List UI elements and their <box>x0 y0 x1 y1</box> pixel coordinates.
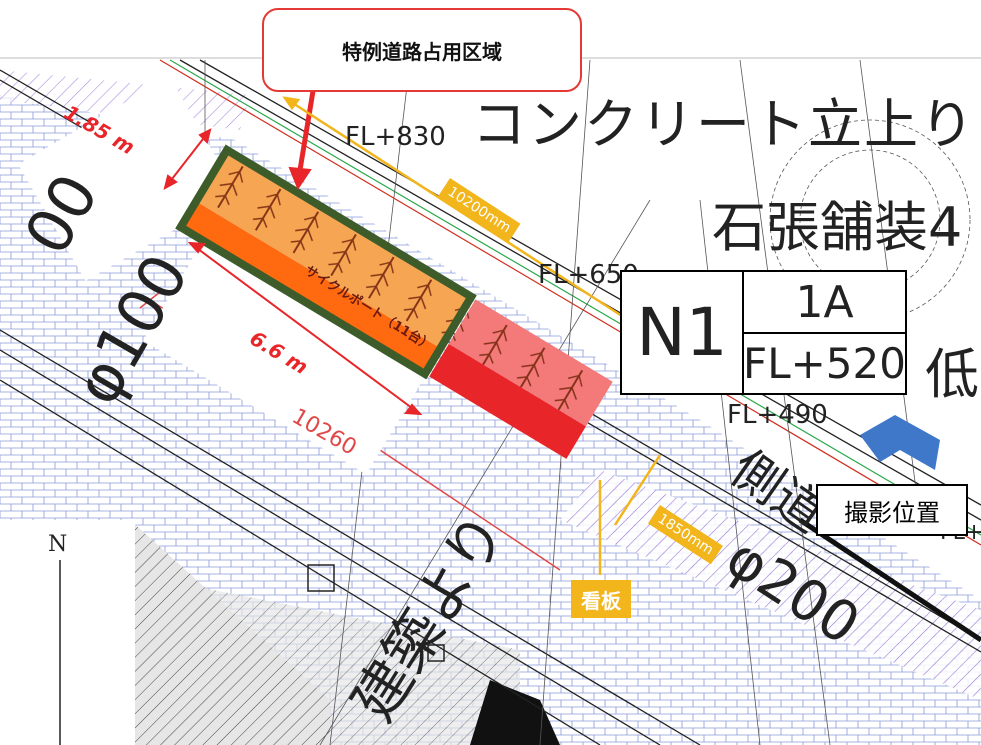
fl830-label: FL+830 <box>345 122 446 152</box>
occupancy-border <box>175 144 477 380</box>
n1-box: N1 1A FL+520 <box>620 270 907 395</box>
signboard-label: 看板 <box>571 580 631 618</box>
n1-top: 1A <box>744 272 905 334</box>
n1-code: N1 <box>622 272 744 393</box>
low-label: 低 <box>925 343 979 406</box>
red-zone-dark <box>429 343 586 459</box>
concrete-label: コンクリート立上り <box>472 93 976 156</box>
photo-direction-arrow <box>860 415 940 470</box>
north-label: N <box>48 532 68 557</box>
n1-bottom: FL+520 <box>743 339 906 388</box>
stone-paving-label: 石張舗装4 <box>712 196 963 259</box>
special-occupancy-callout: 特例道路占用区域 <box>262 8 582 92</box>
fl490-label: FL+490 <box>727 400 828 430</box>
photo-position-label: 撮影位置 <box>816 484 968 536</box>
orange-red-band <box>180 201 441 374</box>
